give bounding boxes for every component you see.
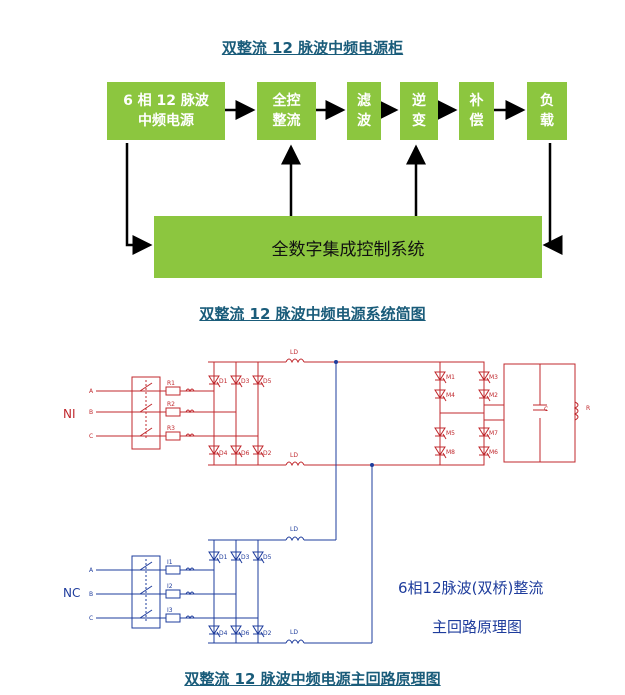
source-block: 6 相 12 脉波 中频电源 xyxy=(107,82,225,140)
svg-text:D1: D1 xyxy=(219,554,228,561)
rectifier-block: 全控 整流 xyxy=(257,82,316,140)
svg-text:D6: D6 xyxy=(241,450,250,457)
svg-text:B: B xyxy=(89,591,93,598)
svg-text:A: A xyxy=(89,567,94,574)
svg-text:M5: M5 xyxy=(446,430,455,437)
svg-text:D6: D6 xyxy=(241,630,250,637)
arrow-load-control xyxy=(542,143,563,255)
svg-text:LD: LD xyxy=(290,349,298,356)
control-system-block: 全数字集成控制系统 xyxy=(154,216,542,278)
svg-text:M7: M7 xyxy=(489,430,498,437)
filter-block: 滤 波 xyxy=(347,82,381,140)
top-circuit-labels: A B C R1 R2 R3 D1 D3 D5 D4 D6 D2 LD LD M… xyxy=(89,349,590,459)
circuit-note-line2: 主回路原理图 xyxy=(432,618,522,636)
svg-text:I2: I2 xyxy=(167,583,173,590)
svg-text:D4: D4 xyxy=(219,630,228,637)
svg-text:D4: D4 xyxy=(219,450,228,457)
svg-text:C: C xyxy=(89,433,93,440)
svg-text:R3: R3 xyxy=(167,425,175,432)
system-caption: 双整流 12 脉波中频电源系统简图 xyxy=(199,305,426,323)
bottom-bank-label: NC xyxy=(63,586,80,600)
bottom-circuit-labels: A B C I1 I2 I3 D1 D3 D5 D4 D6 D2 LD LD xyxy=(89,526,298,637)
svg-text:D2: D2 xyxy=(263,630,272,637)
svg-text:LD: LD xyxy=(290,629,298,636)
top-bank-label: NI xyxy=(63,407,76,421)
svg-text:M4: M4 xyxy=(446,392,455,399)
svg-text:D3: D3 xyxy=(241,554,250,561)
diagram-title: 双整流 12 脉波中频电源柜 xyxy=(221,39,404,57)
circuit-note-line1: 6相12脉波(双桥)整流 xyxy=(398,579,543,597)
svg-text:R1: R1 xyxy=(167,380,175,387)
svg-text:D2: D2 xyxy=(263,450,272,457)
svg-text:LD: LD xyxy=(290,452,298,459)
compensate-block: 补 偿 xyxy=(459,82,494,140)
inverter-block: 逆 变 xyxy=(400,82,438,140)
svg-text:D5: D5 xyxy=(263,378,272,385)
svg-text:LD: LD xyxy=(290,526,298,533)
top-rectifier-circuit xyxy=(96,358,579,467)
load-block: 负 载 xyxy=(527,82,567,140)
svg-text:C: C xyxy=(89,615,93,622)
svg-text:M3: M3 xyxy=(489,374,498,381)
svg-text:D1: D1 xyxy=(219,378,228,385)
svg-text:I3: I3 xyxy=(167,607,173,614)
svg-text:I1: I1 xyxy=(167,559,173,566)
circuit-caption: 双整流 12 脉波中频电源主回路原理图 xyxy=(184,670,441,688)
svg-text:R2: R2 xyxy=(167,401,175,408)
svg-text:D3: D3 xyxy=(241,378,250,385)
svg-text:M6: M6 xyxy=(489,449,498,456)
svg-text:C: C xyxy=(544,406,548,413)
svg-text:M8: M8 xyxy=(446,449,455,456)
svg-text:D5: D5 xyxy=(263,554,272,561)
bottom-rectifier-circuit xyxy=(96,362,373,645)
arrow-source-control xyxy=(125,143,153,255)
svg-text:M1: M1 xyxy=(446,374,455,381)
svg-text:M2: M2 xyxy=(489,392,498,399)
svg-text:R: R xyxy=(586,405,590,412)
svg-text:B: B xyxy=(89,409,93,416)
svg-text:A: A xyxy=(89,388,94,395)
